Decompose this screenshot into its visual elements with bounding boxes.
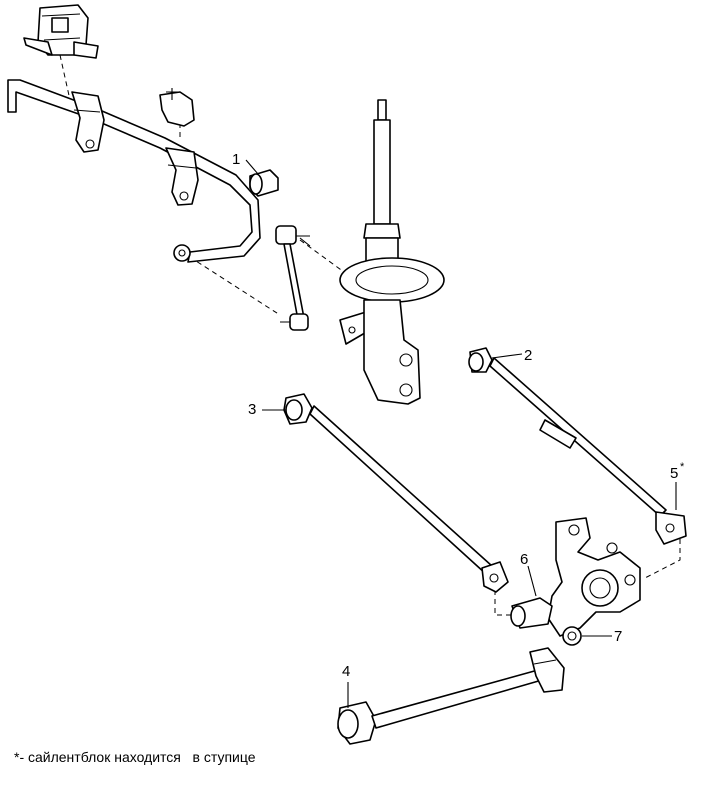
stabilizer-link <box>275 225 311 331</box>
rear-hub-knuckle: 6 7 <box>510 517 641 646</box>
callout-7: 7 <box>614 628 622 645</box>
callout-5-mark: * <box>680 461 685 473</box>
part-1-bushing: 1 <box>232 151 279 197</box>
footnote: *- сайлентблок находится в ступице <box>14 749 256 765</box>
stabilizer-bar <box>7 79 261 263</box>
part-5-marker: 5 * <box>670 461 685 510</box>
stabilizer-bushing-bracket <box>23 4 99 59</box>
shock-absorber-strut <box>339 99 445 405</box>
part-3-long-arm: 3 <box>248 393 509 593</box>
part-2-lateral-arm: 2 <box>468 347 687 545</box>
callout-5: 5 <box>670 465 678 482</box>
stabilizer-clamp-right <box>165 147 199 206</box>
callout-4: 4 <box>342 663 350 680</box>
callout-2: 2 <box>524 347 532 364</box>
callout-1: 1 <box>232 151 240 168</box>
callout-3: 3 <box>248 401 256 418</box>
part-4-lower-arm: 4 <box>337 647 565 745</box>
stabilizer-clamp-left <box>71 91 105 153</box>
callout-6: 6 <box>520 551 528 568</box>
clamp-bolt-small <box>159 88 195 127</box>
